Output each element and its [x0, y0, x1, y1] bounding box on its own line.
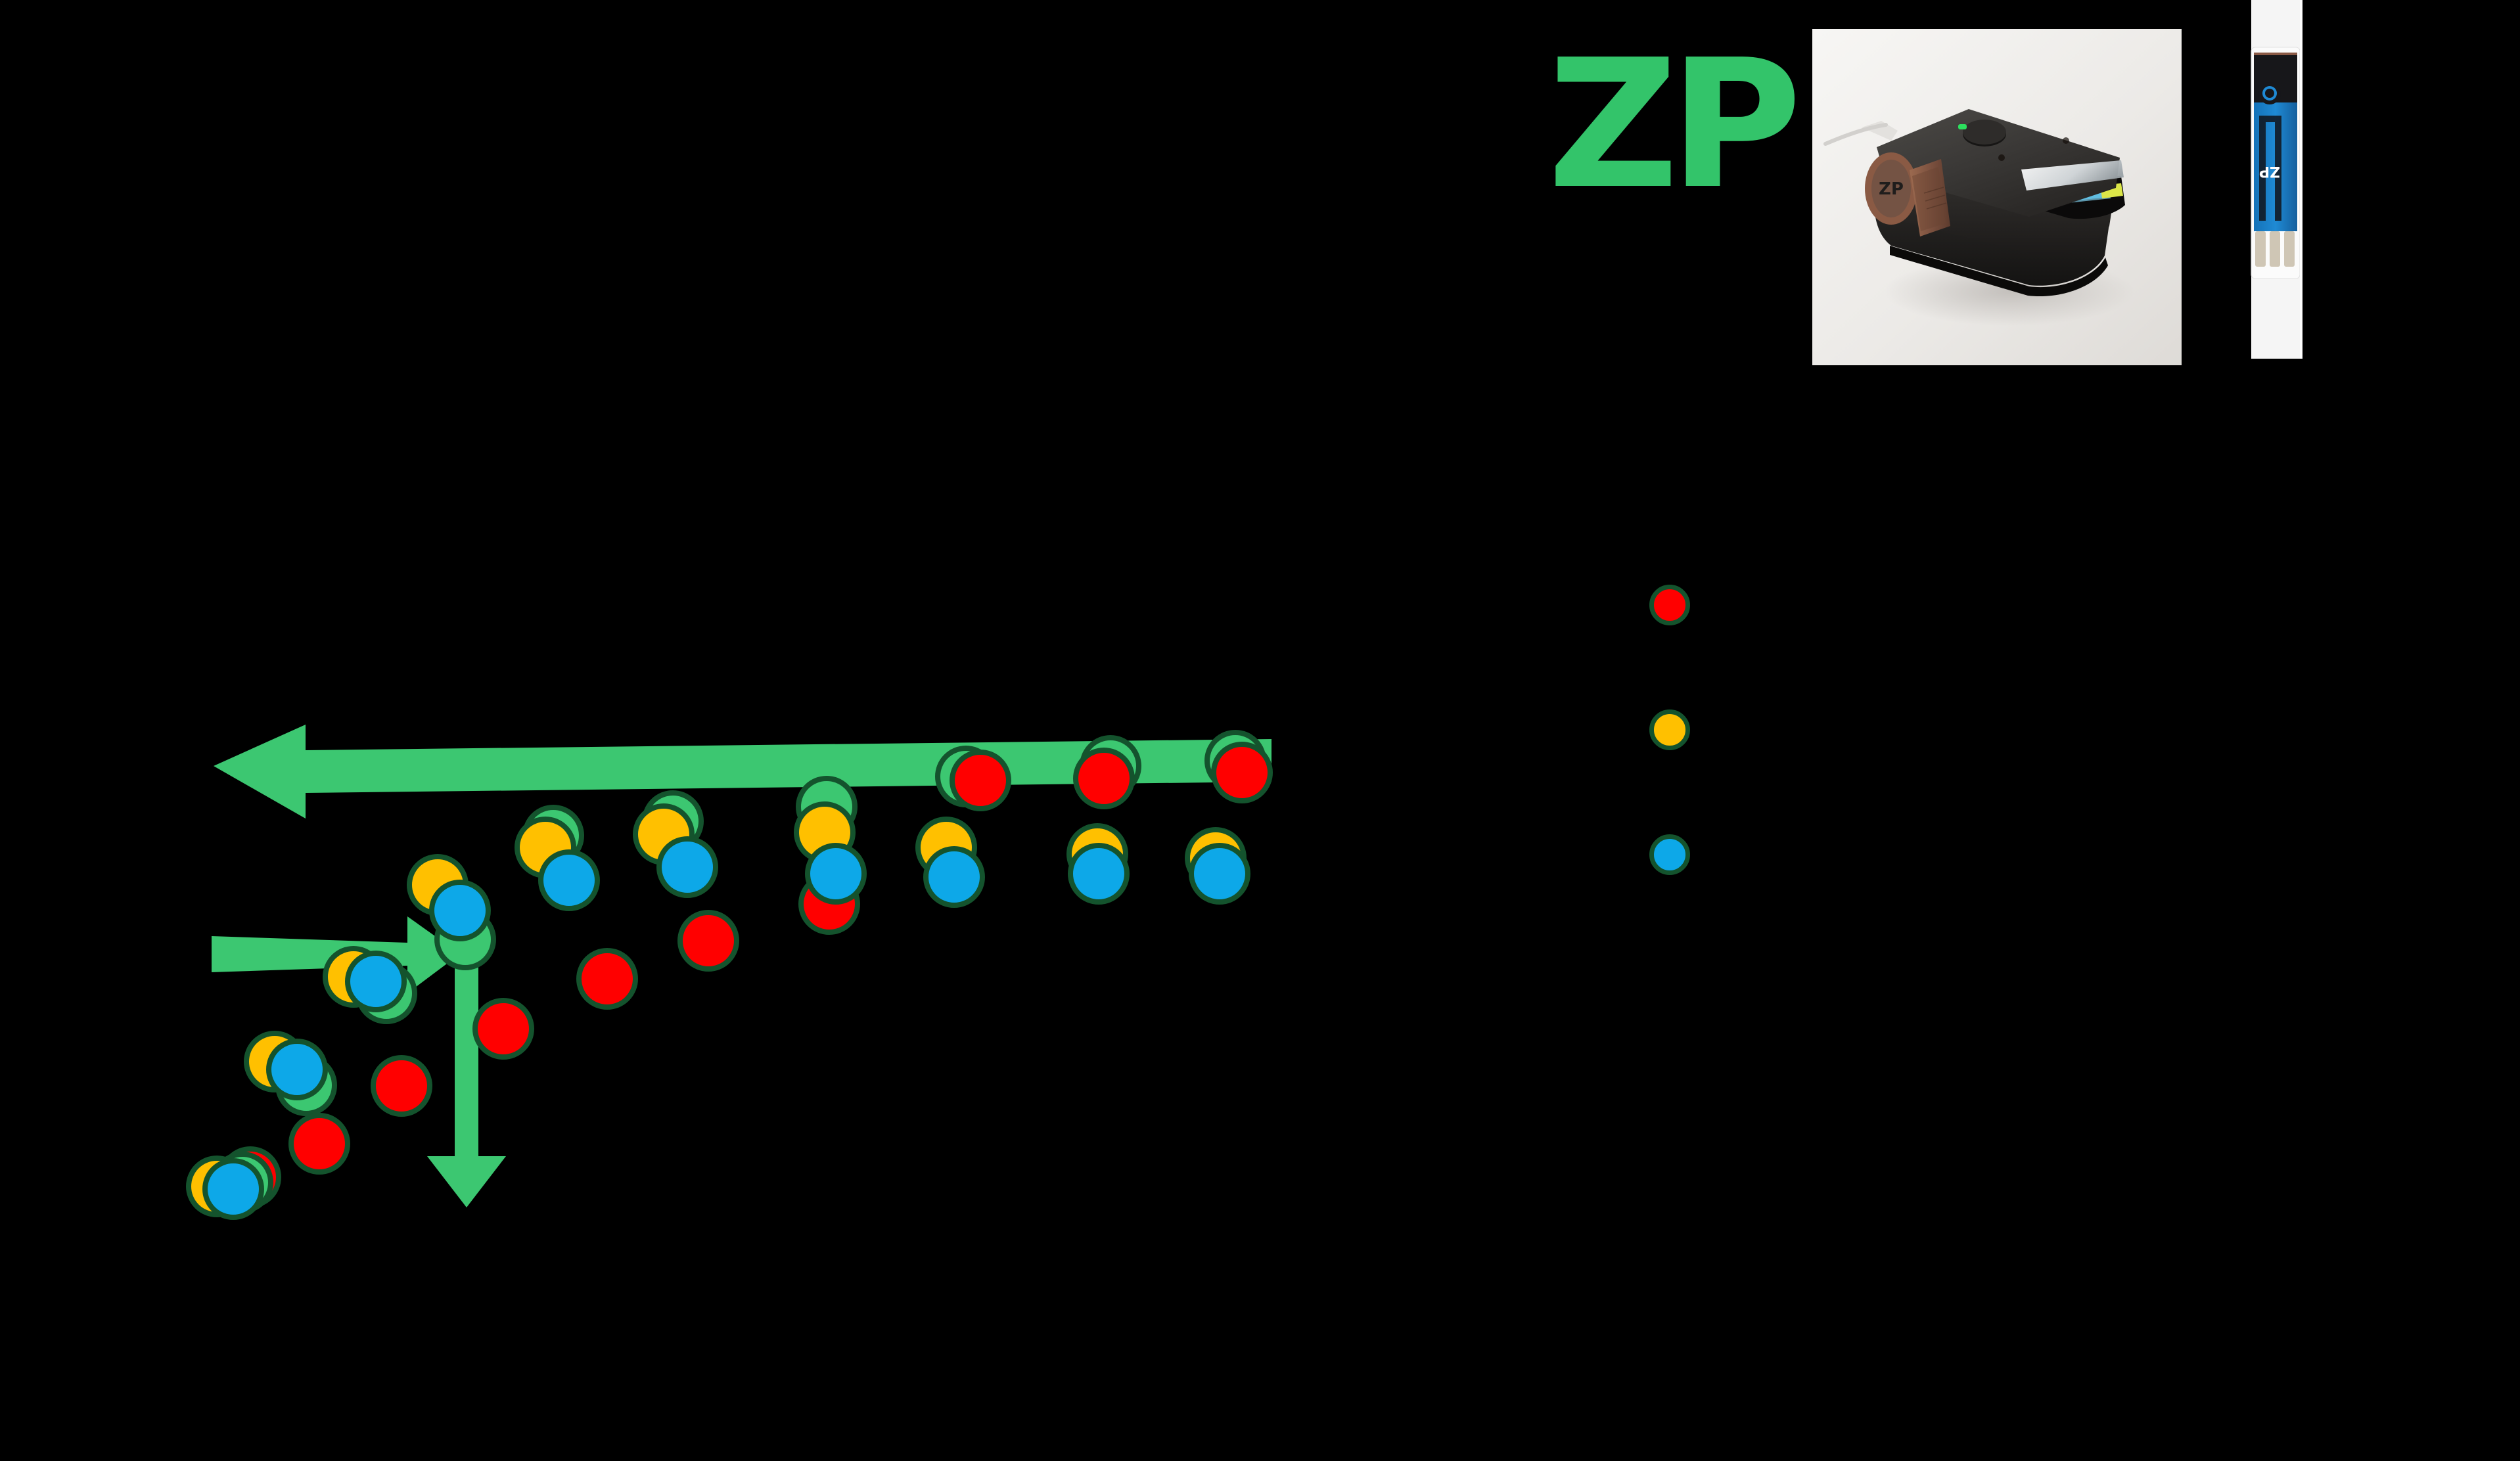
data-point-red[interactable] — [576, 948, 638, 1010]
data-point-red[interactable] — [472, 998, 534, 1060]
data-point-blue[interactable] — [805, 843, 867, 905]
data-point-blue[interactable] — [538, 849, 600, 911]
data-point-blue[interactable] — [345, 951, 407, 1012]
legend-swatch-yellow-icon — [1649, 709, 1690, 750]
data-point-red[interactable] — [371, 1055, 432, 1117]
svg-text:ZP: ZP — [2259, 163, 2280, 179]
data-point-red[interactable] — [677, 910, 739, 972]
data-point-blue[interactable] — [266, 1039, 328, 1100]
data-point-red[interactable] — [1211, 742, 1273, 803]
data-point-red[interactable] — [1073, 748, 1135, 809]
test-strip-photo: ZP — [2237, 0, 2302, 359]
legend-item-yellow[interactable] — [1649, 709, 1741, 834]
legend-item-blue[interactable] — [1649, 834, 1741, 959]
legend-item-red[interactable] — [1649, 585, 1741, 709]
device-photo-svg: ZP — [1812, 29, 2182, 365]
legend-swatch-red-icon — [1649, 585, 1690, 625]
data-point-blue[interactable] — [923, 846, 985, 908]
data-point-blue[interactable] — [1189, 843, 1250, 905]
trend-arrow-down — [427, 956, 506, 1207]
test-strip-svg: ZP — [2237, 0, 2302, 359]
handheld-reader-device-photo: ZP — [1812, 29, 2182, 365]
data-point-red[interactable] — [950, 750, 1011, 811]
svg-text:ZP: ZP — [1879, 179, 1904, 199]
data-point-red[interactable] — [288, 1113, 350, 1175]
data-point-blue[interactable] — [202, 1158, 264, 1220]
data-point-blue[interactable] — [1068, 843, 1130, 905]
legend — [1649, 585, 1741, 959]
legend-swatch-blue-icon — [1649, 834, 1690, 875]
zp-brand-logo: ZP — [1547, 21, 1802, 228]
data-point-blue[interactable] — [429, 880, 491, 941]
data-point-blue[interactable] — [656, 836, 718, 898]
